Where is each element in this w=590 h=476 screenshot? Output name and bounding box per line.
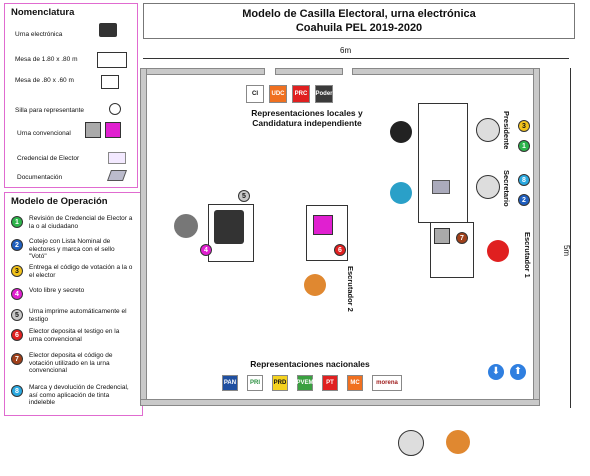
person-icon bbox=[476, 175, 500, 199]
step-marker: 5 bbox=[238, 190, 250, 202]
step-marker: 3 bbox=[518, 120, 530, 132]
person-icon bbox=[398, 430, 424, 456]
wall-left bbox=[140, 68, 147, 406]
national-party-logo: morena bbox=[372, 375, 402, 391]
role-presidente: Presidente bbox=[502, 111, 511, 150]
president-table bbox=[418, 103, 468, 223]
height-dimension-label: 5m bbox=[562, 244, 572, 257]
wall-top bbox=[140, 68, 265, 75]
local-party-logo: PRC bbox=[292, 85, 310, 103]
operacion-panel: Modelo de Operación bbox=[4, 192, 143, 416]
arrow-down-icon: ⬇ bbox=[488, 364, 504, 380]
person-icon bbox=[476, 118, 500, 142]
step-number-badge: 5 bbox=[11, 309, 23, 321]
page-title: Modelo de Casilla Electoral, urna electr… bbox=[242, 8, 476, 20]
person-icon bbox=[446, 430, 470, 454]
step-text: Revisión de Credencial de Elector a la o… bbox=[29, 215, 133, 230]
person-icon bbox=[390, 121, 412, 143]
documents-icon bbox=[106, 170, 128, 181]
legend-label: Urna electrónica bbox=[15, 31, 63, 38]
step-marker: 2 bbox=[518, 194, 530, 206]
person-icon bbox=[174, 214, 198, 238]
small-table-icon bbox=[101, 75, 119, 89]
step-number-badge: 7 bbox=[11, 353, 23, 365]
step-text: Elector deposita el testigo en la urna c… bbox=[29, 328, 120, 343]
nomenclatura-panel: Nomenclatura Urna electrónica Mesa de 1.… bbox=[4, 3, 138, 188]
local-party-logo: Poder bbox=[315, 85, 333, 103]
voting-machine-icon bbox=[99, 23, 117, 37]
wall-bottom bbox=[140, 399, 540, 406]
step-number-badge: 8 bbox=[11, 385, 23, 397]
person-icon bbox=[304, 274, 326, 296]
national-party-logo: PVEM bbox=[297, 375, 314, 391]
legend-label: Credencial de Elector bbox=[17, 155, 80, 162]
voting-machine-icon bbox=[214, 210, 244, 244]
large-table-icon bbox=[97, 52, 127, 68]
ballot-box-icon bbox=[434, 228, 450, 244]
step-number-badge: 3 bbox=[11, 265, 23, 277]
step-number-badge: 6 bbox=[11, 329, 23, 341]
nomenclatura-title: Nomenclatura bbox=[11, 7, 75, 18]
nacionales-label: Representaciones nacionales bbox=[250, 359, 370, 369]
step-text: Marca y devolución de Credencial, así co… bbox=[29, 384, 129, 406]
operacion-title: Modelo de Operación bbox=[11, 196, 108, 207]
national-party-logo: PAN bbox=[222, 375, 238, 391]
step-marker: 8 bbox=[518, 174, 530, 186]
legend-label: Documentación bbox=[17, 174, 63, 181]
national-party-logo: MC bbox=[347, 375, 363, 391]
page-subtitle: Coahuila PEL 2019-2020 bbox=[295, 22, 423, 34]
step-marker: 1 bbox=[518, 140, 530, 152]
header-box: Modelo de Casilla Electoral, urna electr… bbox=[143, 3, 575, 39]
ballot-box-table bbox=[306, 205, 348, 261]
local-party-logo: UDC bbox=[269, 85, 287, 103]
role-escrutador2: Escrutador 2 bbox=[346, 266, 355, 312]
arrow-up-icon: ⬆ bbox=[510, 364, 526, 380]
documents-icon bbox=[432, 180, 450, 194]
national-party-logo: PT bbox=[322, 375, 338, 391]
national-party-logo: PRD bbox=[272, 375, 288, 391]
height-dimension-line bbox=[570, 68, 571, 408]
wall-top bbox=[275, 68, 343, 75]
step-number-badge: 4 bbox=[11, 288, 23, 300]
step-text: Voto libre y secreto bbox=[29, 287, 85, 294]
width-dimension-label: 6m bbox=[340, 46, 352, 55]
ballot-box-icon bbox=[313, 215, 333, 235]
legend-label: Silla para representante bbox=[15, 107, 85, 114]
step-text: Cotejo con Lista Nominal de electores y … bbox=[29, 238, 115, 260]
person-icon bbox=[390, 182, 412, 204]
role-escrutador1: Escrutador 1 bbox=[523, 232, 532, 278]
voter-card-icon bbox=[108, 152, 126, 164]
step-marker: 7 bbox=[456, 232, 468, 244]
role-secretario: Secretario bbox=[502, 170, 511, 207]
step-number-badge: 2 bbox=[11, 239, 23, 251]
ballot-box-icon bbox=[105, 122, 121, 138]
step-text: Entrega el código de votación a la o el … bbox=[29, 264, 133, 279]
step-marker: 4 bbox=[200, 244, 212, 256]
chair-icon bbox=[109, 103, 121, 115]
local-party-logo: CI bbox=[246, 85, 264, 103]
voting-machine-table bbox=[208, 204, 254, 262]
legend-label: Urna convencional bbox=[17, 130, 71, 137]
wall-right bbox=[533, 68, 540, 406]
legend-label: Mesa de 1.80 x .80 m bbox=[15, 56, 78, 63]
step-text: Urna imprime automáticamente el testigo bbox=[29, 308, 127, 323]
width-dimension-line bbox=[143, 58, 569, 59]
locales-label: Representaciones locales y Candidatura i… bbox=[251, 108, 363, 128]
national-party-logo: PRI bbox=[247, 375, 263, 391]
step-marker: 6 bbox=[334, 244, 346, 256]
escrutador1-table bbox=[430, 222, 474, 278]
step-text: Elector deposita el código de votación u… bbox=[29, 352, 113, 374]
person-icon bbox=[487, 240, 509, 262]
ballot-box-icon bbox=[85, 122, 101, 138]
step-number-badge: 1 bbox=[11, 216, 23, 228]
wall-top bbox=[352, 68, 540, 75]
legend-label: Mesa de .80 x .60 m bbox=[15, 77, 74, 84]
